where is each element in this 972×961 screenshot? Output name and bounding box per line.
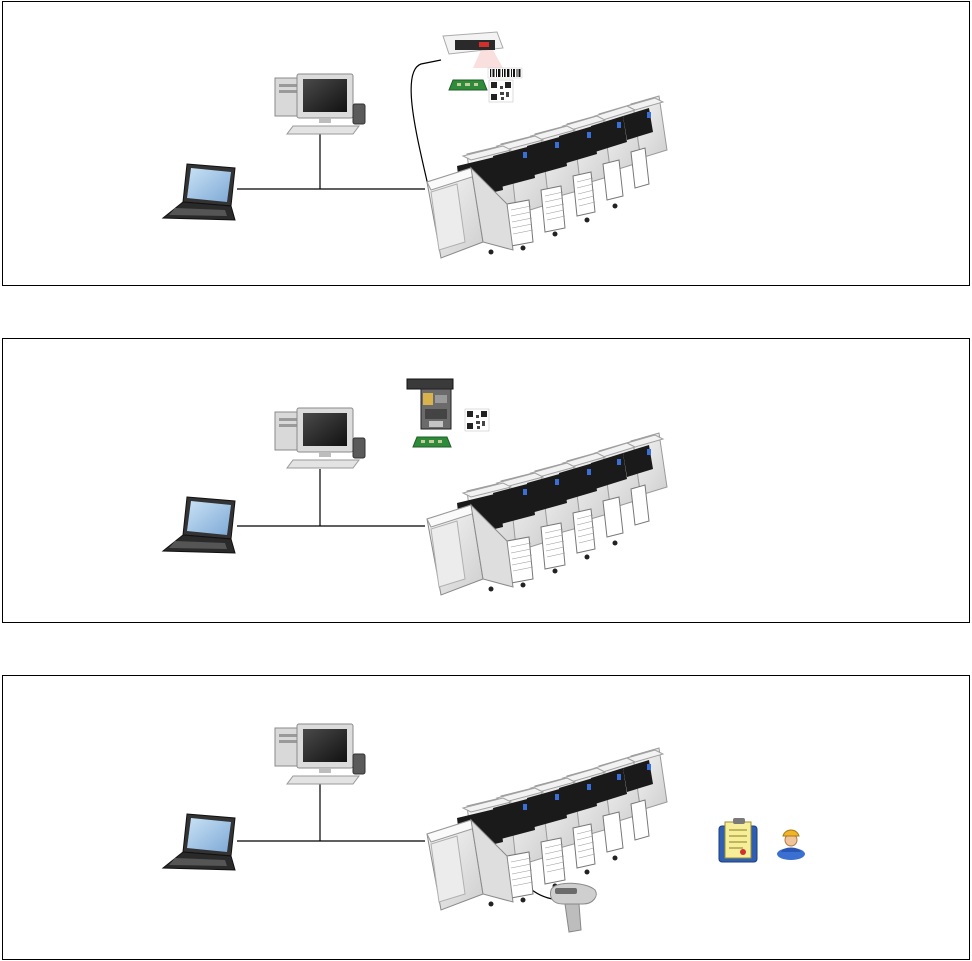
network-panel-handheld-scanner <box>2 675 970 960</box>
network-diagram-laser-scanner <box>3 2 971 287</box>
pcb-board-icon <box>449 80 487 90</box>
network-panel-2d-reader <box>2 338 970 623</box>
barcode-icon <box>488 68 522 78</box>
desktop-computer-icon <box>275 408 365 468</box>
network-diagram-2d-reader <box>3 339 971 624</box>
smt-placement-line-icon <box>427 748 667 910</box>
laptop-icon <box>163 164 235 220</box>
handheld-barcode-scanner-icon <box>551 883 597 932</box>
laptop-icon <box>163 497 235 553</box>
qr-code-icon <box>465 409 489 431</box>
2d-code-reader-icon <box>407 379 453 429</box>
smt-placement-line-icon <box>427 96 667 258</box>
smt-placement-line-icon <box>427 433 667 595</box>
desktop-computer-icon <box>275 724 365 784</box>
pcb-board-icon <box>413 437 451 447</box>
2d-code-icon <box>489 80 513 102</box>
laser-barcode-scanner-icon <box>443 32 503 68</box>
operator-user-icon <box>777 830 805 860</box>
network-cable <box>237 469 425 526</box>
clipboard-report-icon <box>719 818 757 862</box>
network-panel-laser-scanner <box>2 1 970 286</box>
network-diagram-handheld-scanner <box>3 676 971 961</box>
laptop-icon <box>163 814 235 870</box>
desktop-computer-icon <box>275 74 365 134</box>
